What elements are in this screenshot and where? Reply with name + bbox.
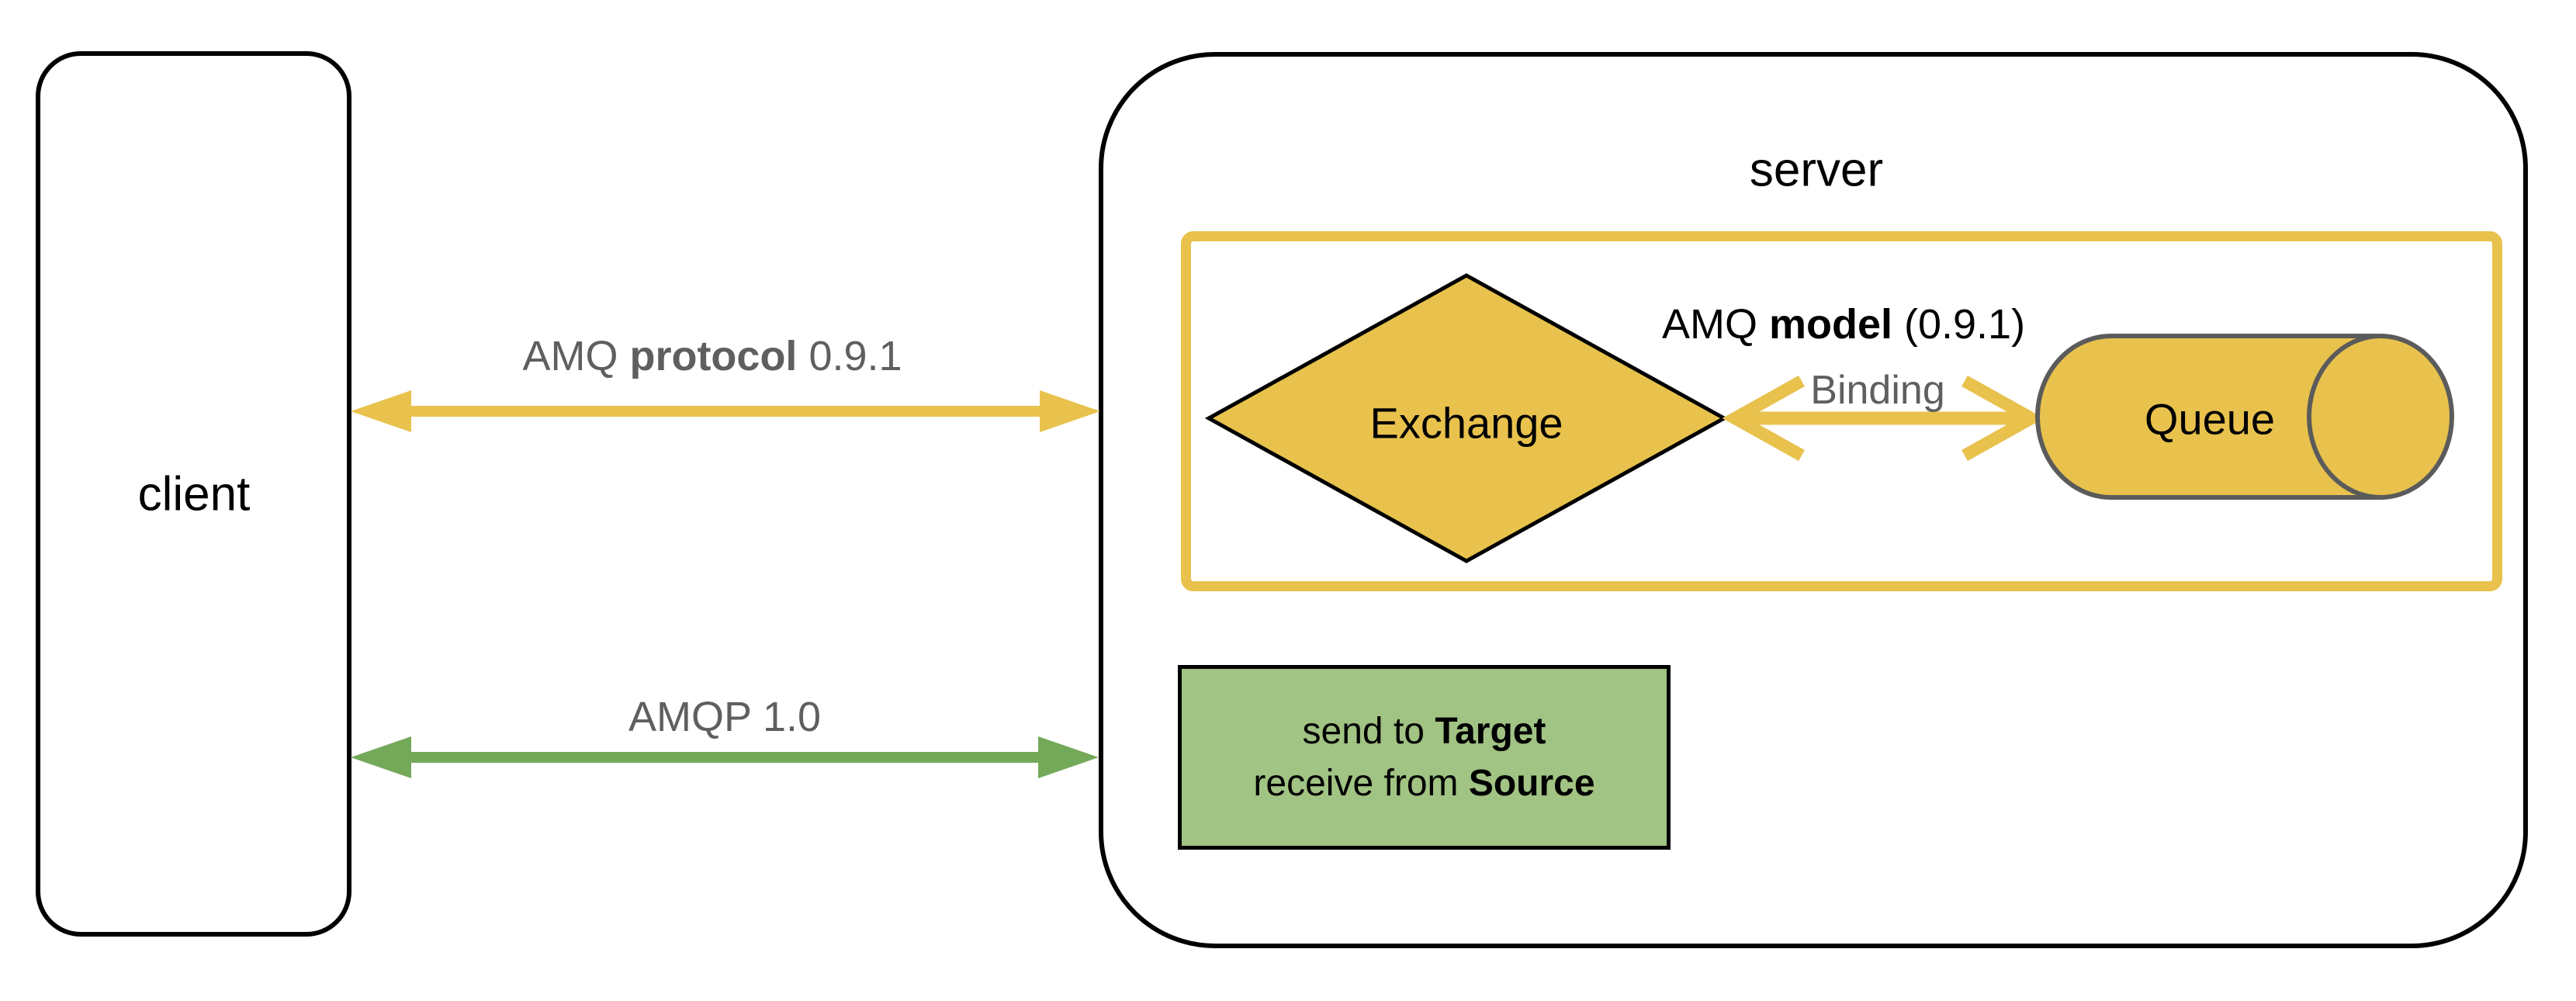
amq-model-title-suffix: (0.9.1) bbox=[1892, 301, 2026, 348]
server-label: server bbox=[1749, 143, 1884, 197]
send-to-text: send to bbox=[1302, 711, 1435, 752]
binding-label: Binding bbox=[1810, 368, 1945, 413]
amqp091-arrow bbox=[351, 390, 1100, 432]
amqp10-semantics-box: send to Target receive from Source bbox=[1178, 665, 1671, 850]
amqp091-label-prefix: AMQ bbox=[522, 333, 630, 379]
amqp091-label-suffix: 0.9.1 bbox=[797, 333, 902, 379]
amq-model-container bbox=[1181, 231, 2502, 591]
amq-model-title: AMQ model (0.9.1) bbox=[1662, 300, 2025, 348]
amqp091-label-bold: protocol bbox=[629, 333, 798, 379]
receive-from-text: receive from bbox=[1253, 763, 1469, 804]
amqp10-semantics-line2: receive from Source bbox=[1253, 757, 1594, 809]
target-text: Target bbox=[1435, 711, 1546, 752]
amqp10-arrow bbox=[351, 736, 1099, 778]
amqp091-arrow-label: AMQ protocol 0.9.1 bbox=[522, 332, 902, 380]
exchange-label: Exchange bbox=[1369, 398, 1563, 448]
source-text: Source bbox=[1468, 763, 1595, 804]
client-node bbox=[36, 51, 351, 937]
client-label: client bbox=[137, 467, 251, 521]
queue-label: Queue bbox=[2144, 394, 2276, 444]
amqp10-arrow-label: AMQP 1.0 bbox=[628, 694, 822, 740]
amqp10-semantics-line1: send to Target bbox=[1303, 705, 1546, 757]
amq-model-title-prefix: AMQ bbox=[1661, 301, 1769, 348]
amq-model-title-bold: model bbox=[1768, 301, 1892, 348]
